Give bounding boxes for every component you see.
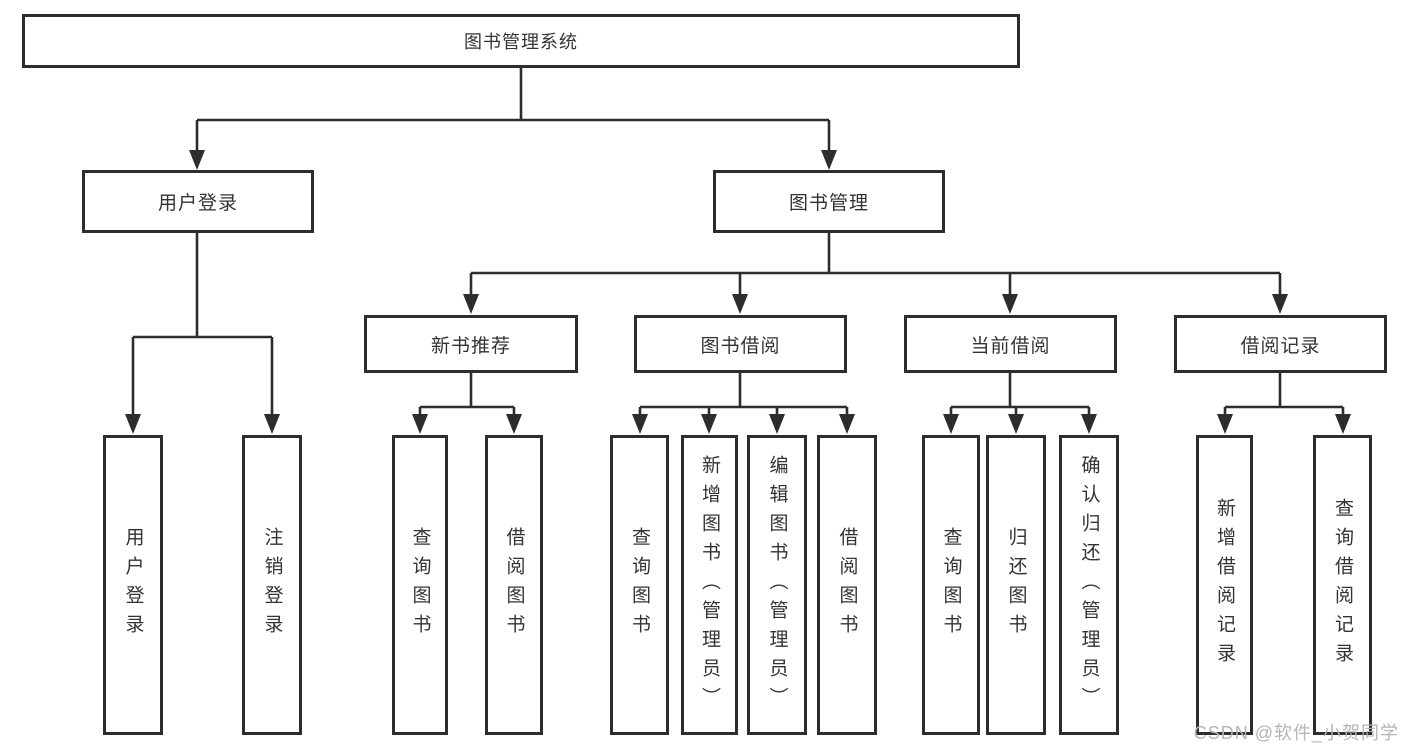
node-user-login-branch: 用户登录 [82,170,314,233]
node-confirm-return-admin: 确认归还（管理员） [1059,435,1119,735]
node-label: 查询借阅记录 [1332,498,1353,672]
node-query-borrow-record: 查询借阅记录 [1313,435,1372,735]
edge-lines [131,68,1345,420]
node-label: 新书推荐 [430,335,511,357]
node-borrow-books-recommend: 借阅图书 [485,435,543,735]
node-label: 当前借阅 [970,335,1051,357]
node-query-books-current: 查询图书 [922,435,980,735]
node-label: 图书借阅 [700,335,781,357]
node-add-books-admin: 新增图书（管理员） [681,435,738,735]
node-label: 用户登录 [122,527,144,643]
node-edit-books-admin: 编辑图书（管理员） [747,435,807,735]
node-label: 查询图书 [409,527,431,643]
node-label: 借阅图书 [503,527,525,643]
node-label: 归还图书 [1005,527,1027,643]
node-label: 图书管理系统 [464,32,578,52]
node-borrowing-records: 借阅记录 [1174,315,1387,373]
node-label: 新增图书（管理员） [699,454,720,716]
node-query-books-recommend: 查询图书 [392,435,448,735]
node-label: 编辑图书（管理员） [766,454,788,716]
node-library-management-system: 图书管理系统 [22,14,1020,68]
node-label: 用户登录 [157,193,238,214]
node-book-management: 图书管理 [713,170,945,233]
node-label: 图书管理 [788,193,869,214]
watermark: CSDN @软件_小贺同学 [1193,723,1399,743]
node-query-books-borrowing: 查询图书 [610,435,669,735]
node-user-login-leaf: 用户登录 [103,435,163,735]
node-label: 新增借阅记录 [1214,498,1235,672]
node-new-book-recommendation: 新书推荐 [364,315,578,373]
node-label: 注销登录 [261,527,283,643]
node-book-borrowing: 图书借阅 [634,315,847,373]
node-label: 借阅图书 [836,527,858,643]
node-label: 借阅记录 [1240,335,1321,357]
node-add-borrow-record: 新增借阅记录 [1196,435,1253,735]
node-label: 确认归还（管理员） [1078,454,1100,716]
node-return-books: 归还图书 [986,435,1046,735]
node-label: 查询图书 [940,527,962,643]
node-logout-leaf: 注销登录 [242,435,302,735]
node-label: 查询图书 [629,527,650,643]
node-borrow-books-borrowing: 借阅图书 [817,435,877,735]
node-current-borrowing: 当前借阅 [904,315,1117,373]
